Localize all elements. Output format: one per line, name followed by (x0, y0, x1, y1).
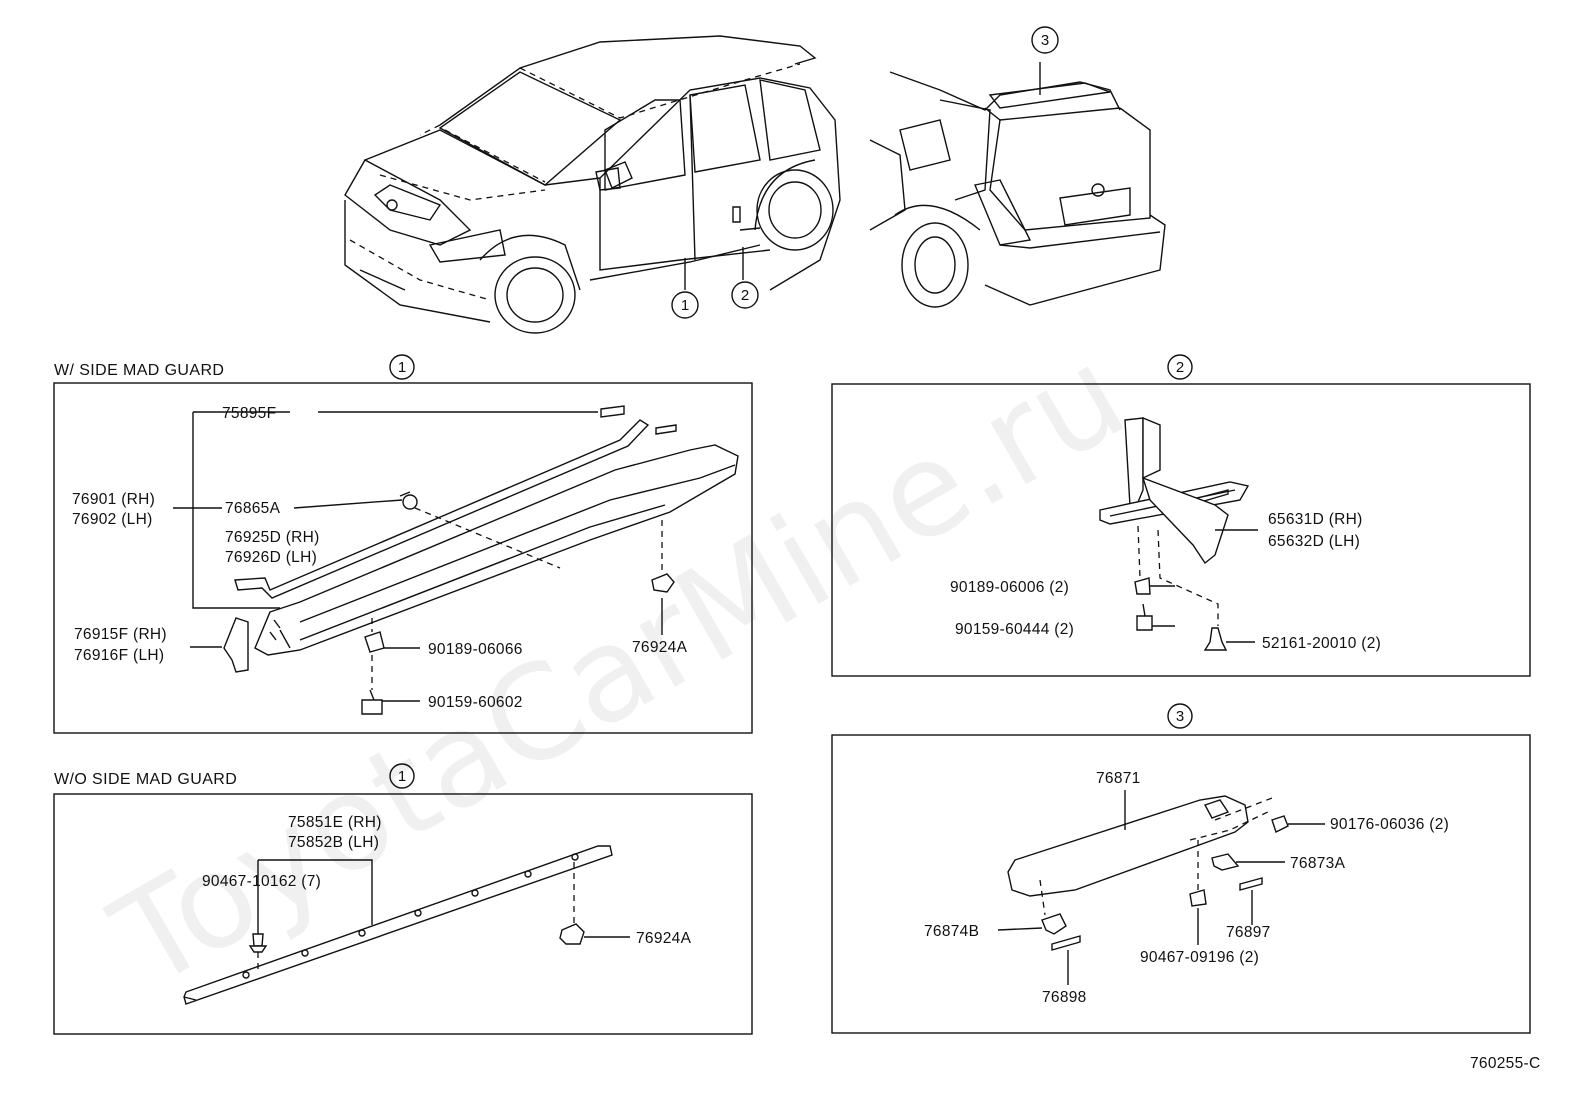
overview-callout-2: 2 (731, 281, 759, 309)
mudguard-drawing (1099, 416, 1250, 651)
label-76926D: 76926D (LH) (225, 549, 317, 566)
label-76865A: 76865A (225, 500, 281, 517)
svg-text:2: 2 (741, 287, 749, 304)
svg-text:2: 2 (1176, 359, 1184, 376)
panel-3 (831, 734, 1531, 1034)
svg-text:1: 1 (398, 359, 406, 376)
panel-2-callout: 2 (1167, 354, 1193, 380)
label-90159-60602: 90159-60602 (428, 694, 523, 711)
caption-without-side-guard: W/O SIDE MAD GUARD (54, 771, 237, 788)
label-76915F: 76915F (RH) (74, 626, 167, 643)
label-76924A: 76924A (632, 639, 688, 656)
svg-text:1: 1 (681, 297, 689, 314)
label-90189-06066: 90189-06066 (428, 641, 523, 658)
overview-callout-3: 3 (1031, 26, 1059, 54)
label-76898: 76898 (1042, 989, 1087, 1006)
svg-text:3: 3 (1041, 32, 1049, 49)
label-76924A-wo: 76924A (636, 930, 692, 947)
overview-callout-1: 1 (671, 291, 699, 319)
rocker-moulding-drawing (183, 845, 613, 1005)
label-52161-20010: 52161-20010 (2) (1262, 635, 1381, 652)
label-90467-10162: 90467-10162 (7) (202, 873, 321, 890)
label-90159-60444: 90159-60444 (2) (955, 621, 1074, 638)
panel-with-side-guard (53, 382, 753, 734)
label-90189-06006: 90189-06006 (2) (950, 579, 1069, 596)
label-76902: 76902 (LH) (72, 511, 153, 528)
leader-76901 (192, 412, 280, 609)
label-90467-09196: 90467-09196 (2) (1140, 949, 1259, 966)
panel-w-guard-callout: 1 (389, 354, 415, 380)
label-76916F: 76916F (LH) (74, 647, 164, 664)
caption-with-side-guard: W/ SIDE MAD GUARD (54, 362, 224, 379)
label-76871: 76871 (1096, 770, 1141, 787)
svg-text:1: 1 (398, 768, 406, 785)
label-76873A: 76873A (1290, 855, 1346, 872)
spoiler-drawing (1007, 795, 1289, 951)
label-76901: 76901 (RH) (72, 491, 155, 508)
label-75851E: 75851E (RH) (288, 814, 382, 831)
label-76925D: 76925D (RH) (225, 529, 320, 546)
car-front-view (344, 35, 841, 334)
car-rear-view (869, 62, 1166, 308)
label-76897: 76897 (1226, 924, 1271, 941)
svg-text:3: 3 (1176, 708, 1184, 725)
label-65631D: 65631D (RH) (1268, 511, 1363, 528)
panel-3-callout: 3 (1167, 703, 1193, 729)
label-75895F: 75895F (222, 405, 276, 422)
label-65632D: 65632D (LH) (1268, 533, 1360, 550)
label-75852B: 75852B (LH) (288, 834, 379, 851)
panel-2 (831, 383, 1531, 677)
diagram-code: 760255-C (1470, 1055, 1540, 1072)
panel-without-side-guard (53, 793, 753, 1035)
panel-wo-guard-callout: 1 (389, 763, 415, 789)
label-90176-06036: 90176-06036 (2) (1330, 816, 1449, 833)
label-76874B: 76874B (924, 923, 979, 940)
side-guard-drawing (223, 405, 739, 715)
